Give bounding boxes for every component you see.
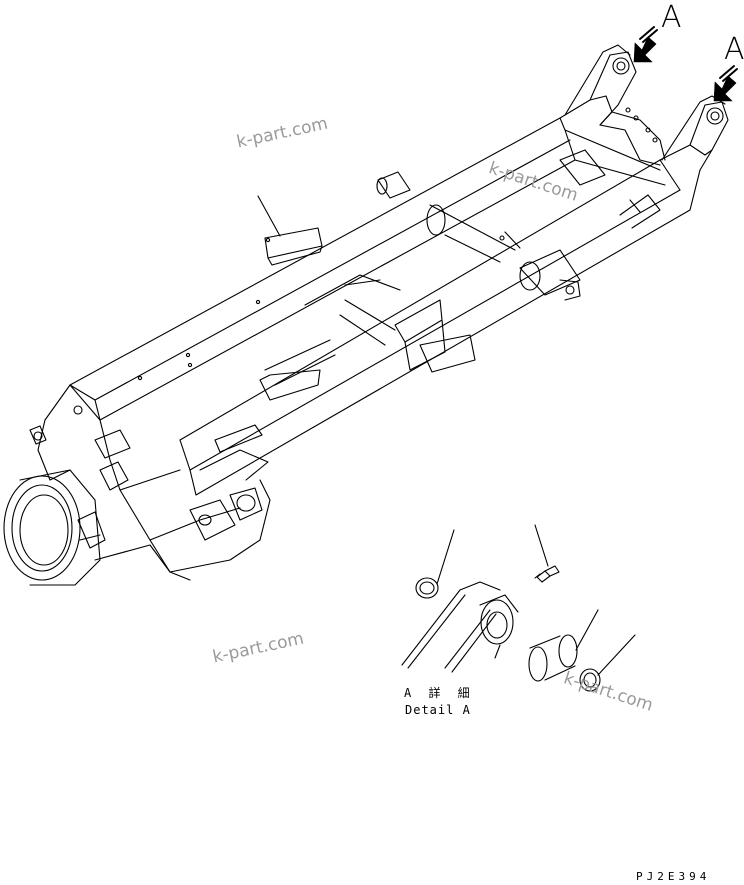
detail-title-ja: A 詳 細 <box>404 686 475 700</box>
part-code: PJ2E394 <box>636 870 711 883</box>
view-arrow-1 <box>633 26 658 63</box>
view-arrow-2 <box>713 65 738 102</box>
view-a-label-2: A <box>724 32 744 67</box>
detail-title-en: Detail A <box>405 703 471 717</box>
leader-line <box>257 195 281 237</box>
detail-a <box>401 524 636 692</box>
main-frame <box>3 44 729 586</box>
view-a-label-1: A <box>661 0 682 35</box>
